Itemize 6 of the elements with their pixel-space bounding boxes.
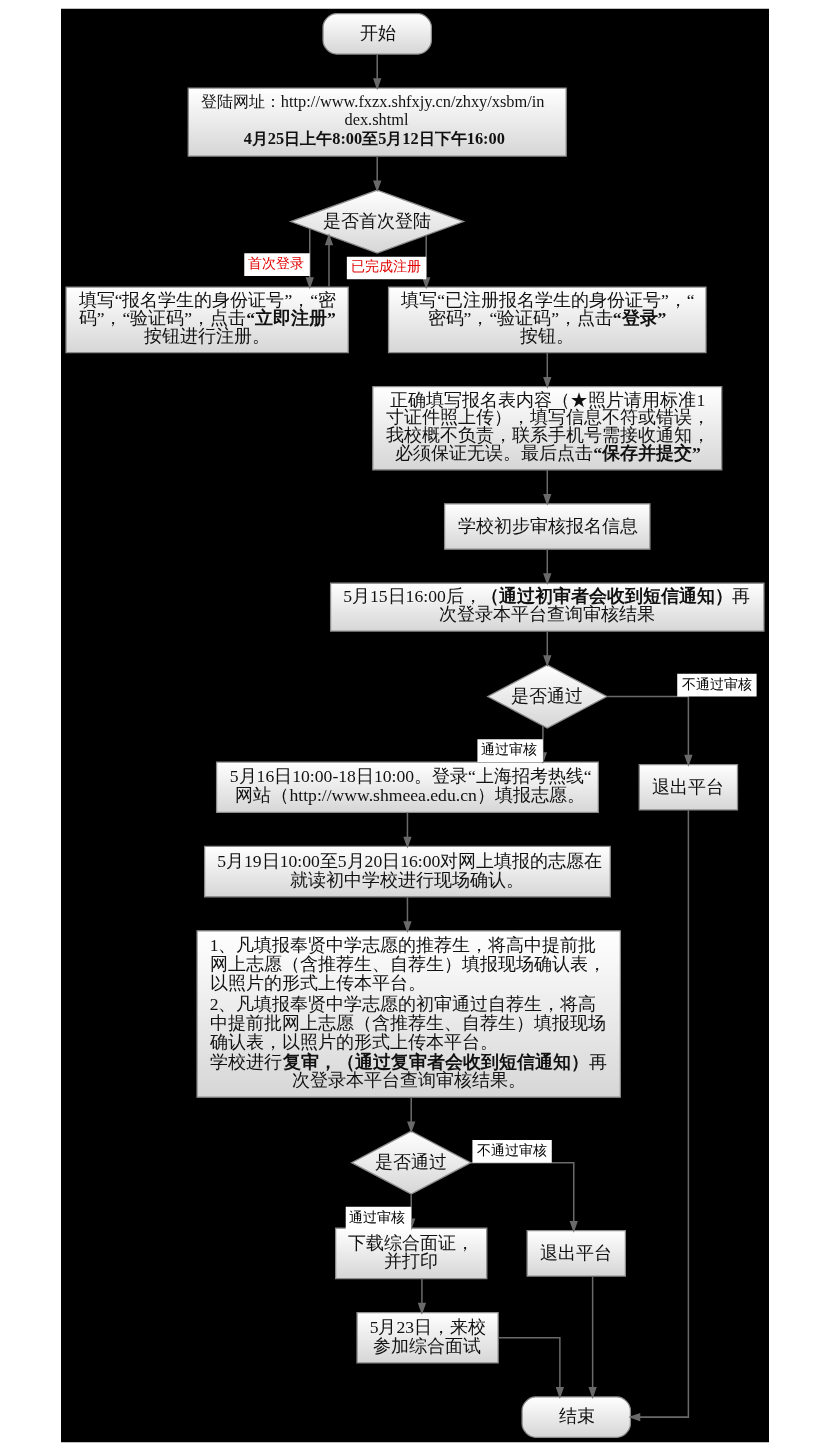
edge-label: 已完成注册 — [351, 259, 422, 275]
edge-label: 通过审核 — [349, 1209, 406, 1225]
edge-label: 不通过审核 — [476, 1142, 547, 1158]
edge-label: 通过审核 — [481, 742, 538, 758]
edge-label: 首次登录 — [248, 256, 305, 272]
edge-label: 不通过审核 — [681, 676, 752, 692]
